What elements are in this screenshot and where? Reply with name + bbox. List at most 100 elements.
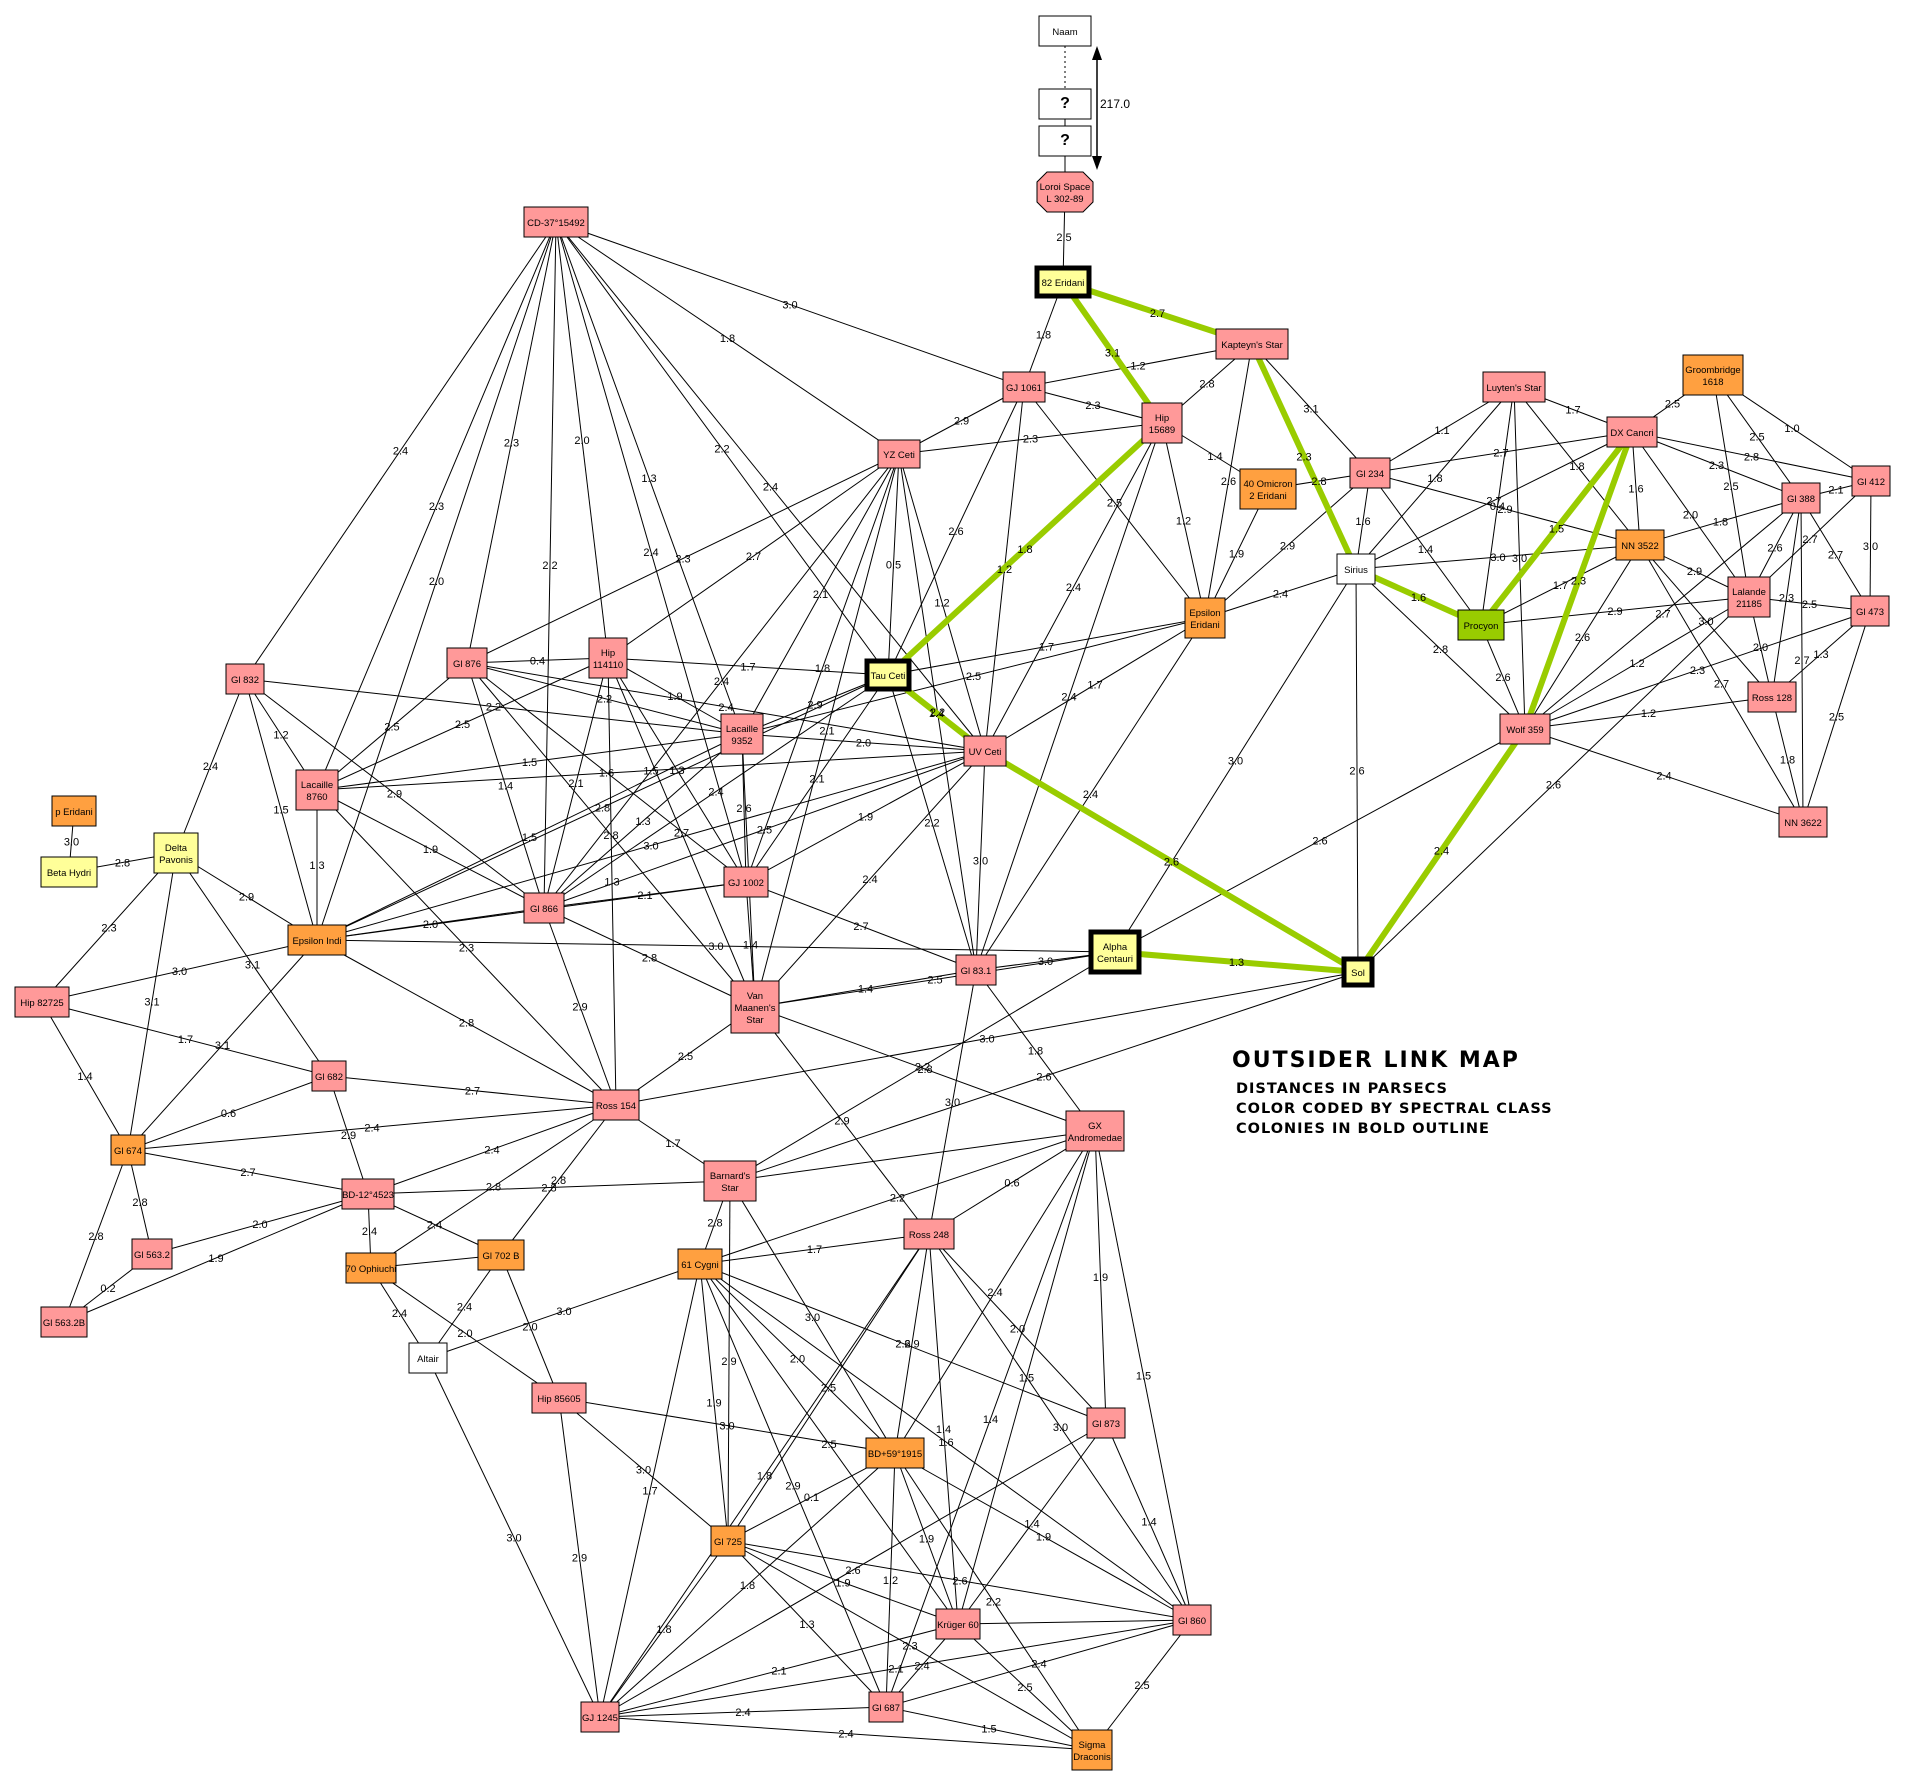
star-node-gl702b[interactable]: Gl 702 B bbox=[477, 1239, 525, 1271]
star-node-kapteyn[interactable]: Kapteyn's Star bbox=[1215, 328, 1289, 360]
star-node-ophiuchi[interactable]: 70 Ophiuchi bbox=[345, 1252, 397, 1284]
star-node-kruger[interactable]: Krüger 60 bbox=[935, 1608, 981, 1640]
star-node-naam[interactable]: Naam bbox=[1038, 15, 1092, 47]
star-node-gl234[interactable]: Gl 234 bbox=[1349, 457, 1391, 489]
link-gl873-gl860 bbox=[1105, 1422, 1193, 1621]
distance-label: 2.9 bbox=[1280, 541, 1295, 553]
link-hip82725-gl674 bbox=[41, 1001, 129, 1151]
link-gl831-ross248 bbox=[928, 969, 977, 1235]
distance-label: 1.8 bbox=[1017, 544, 1032, 556]
star-node-gl682[interactable]: Gl 682 bbox=[311, 1060, 347, 1092]
star-node-tauceti[interactable]: Tau Ceti bbox=[864, 658, 912, 692]
star-node-ross154[interactable]: Ross 154 bbox=[592, 1089, 640, 1121]
star-node-gl473[interactable]: Gl 473 bbox=[1850, 595, 1890, 627]
distance-label: 2.3 bbox=[1709, 460, 1724, 472]
link-sirius-epseri bbox=[1204, 568, 1357, 619]
link-bd12-gl5632 bbox=[151, 1193, 369, 1255]
star-node-cygni[interactable]: 61 Cygni bbox=[677, 1248, 723, 1280]
distance-label: 2.1 bbox=[809, 774, 824, 786]
star-node-cd37[interactable]: CD-37°15492 bbox=[523, 206, 589, 238]
distance-label: 2.7 bbox=[240, 1167, 255, 1179]
route-link-kapteyn-sirius bbox=[1249, 342, 1359, 571]
star-node-altair[interactable]: Altair bbox=[408, 1342, 448, 1374]
star-node-peri[interactable]: p Eridani bbox=[51, 795, 97, 827]
distance-label: 2.1 bbox=[568, 778, 583, 790]
link-yzceti-gj1002 bbox=[745, 453, 900, 883]
link-sirius-alphacen bbox=[1114, 568, 1357, 953]
star-node-hip85605[interactable]: Hip 85605 bbox=[531, 1382, 587, 1414]
star-node-gl388[interactable]: Gl 388 bbox=[1781, 482, 1821, 514]
star-node-gl674[interactable]: Gl 674 bbox=[110, 1134, 146, 1166]
star-node-luyten[interactable]: Luyten's Star bbox=[1482, 371, 1546, 403]
star-label: Krüger 60 bbox=[937, 1620, 979, 1631]
star-node-gl860[interactable]: Gl 860 bbox=[1172, 1604, 1212, 1636]
distance-label: 1.7 bbox=[665, 1138, 680, 1150]
star-node-ross128[interactable]: Ross 128 bbox=[1747, 681, 1797, 713]
distance-label: 3.0 bbox=[172, 966, 187, 978]
star-node-gj1245[interactable]: GJ 1245 bbox=[580, 1701, 620, 1733]
star-node-betahydri[interactable]: Beta Hydri bbox=[40, 856, 98, 888]
link-hip15689-epseri bbox=[1161, 422, 1206, 619]
star-node-ross248[interactable]: Ross 248 bbox=[903, 1218, 955, 1250]
star-node-gl866[interactable]: Gl 866 bbox=[523, 892, 565, 924]
distance-label: 1.3 bbox=[635, 816, 650, 828]
star-node-q1[interactable]: ? bbox=[1038, 88, 1092, 120]
star-node-q2[interactable]: ? bbox=[1038, 125, 1092, 157]
star-label: GJ 1245 bbox=[582, 1713, 618, 1724]
star-node-yzceti[interactable]: YZ Ceti bbox=[877, 439, 921, 469]
star-node-gl5632b[interactable]: Gl 563.2B bbox=[40, 1306, 88, 1338]
star-node-bd59[interactable]: BD+59°1915 bbox=[865, 1437, 925, 1469]
star-node-dxcancri[interactable]: DX Cancri bbox=[1606, 416, 1658, 448]
star-label: 82 Eridani bbox=[1042, 278, 1085, 289]
star-node-eri82[interactable]: 82 Eridani bbox=[1034, 265, 1092, 299]
link-sirius-wolf359 bbox=[1355, 568, 1526, 730]
star-node-gl412[interactable]: Gl 412 bbox=[1851, 465, 1891, 497]
star-node-bd12[interactable]: BD-12°4523 bbox=[341, 1178, 395, 1210]
star-node-wolf359[interactable]: Wolf 359 bbox=[1499, 713, 1551, 745]
link-yzceti-gl876 bbox=[466, 453, 900, 664]
link-dxcancri-lalande bbox=[1631, 431, 1750, 598]
star-node-gl725[interactable]: Gl 725 bbox=[710, 1525, 746, 1557]
star-node-gj1002[interactable]: GJ 1002 bbox=[723, 866, 769, 898]
star-node-hip82725[interactable]: Hip 82725 bbox=[14, 986, 70, 1018]
link-epseri-lac9352 bbox=[741, 617, 1206, 735]
link-alphacen-barnard bbox=[729, 951, 1116, 1182]
star-node-uvceti[interactable]: UV Ceti bbox=[963, 735, 1007, 767]
star-node-gl687[interactable]: Gl 687 bbox=[868, 1691, 904, 1723]
star-label: Epsilon Indi bbox=[292, 936, 341, 947]
star-label: Hip 82725 bbox=[20, 998, 63, 1009]
distance-label: 1.3 bbox=[604, 877, 619, 889]
star-node-gl873[interactable]: Gl 873 bbox=[1086, 1407, 1126, 1439]
star-node-gl876[interactable]: Gl 876 bbox=[446, 647, 488, 679]
star-node-gl5632[interactable]: Gl 563.2 bbox=[131, 1238, 173, 1270]
star-node-nn3522[interactable]: NN 3522 bbox=[1615, 529, 1665, 561]
star-node-sirius[interactable]: Sirius bbox=[1336, 553, 1376, 585]
star-node-gl832[interactable]: Gl 832 bbox=[225, 663, 265, 695]
star-node-gl831[interactable]: Gl 83.1 bbox=[955, 954, 997, 986]
star-node-gj1061[interactable]: GJ 1061 bbox=[1002, 371, 1046, 403]
star-label: 70 Ophiuchi bbox=[346, 1264, 397, 1275]
star-node-nn3622[interactable]: NN 3622 bbox=[1778, 806, 1828, 838]
star-node-procyon[interactable]: Procyon bbox=[1457, 609, 1505, 641]
star-box bbox=[40, 856, 98, 888]
distance-label: 1.9 bbox=[208, 1253, 223, 1265]
distance-label: 2.9 bbox=[904, 1339, 919, 1351]
star-node-epsindi[interactable]: Epsilon Indi bbox=[287, 924, 347, 956]
link-kruger-sigdra bbox=[957, 1623, 1093, 1751]
star-node-sol[interactable]: Sol bbox=[1341, 956, 1375, 988]
